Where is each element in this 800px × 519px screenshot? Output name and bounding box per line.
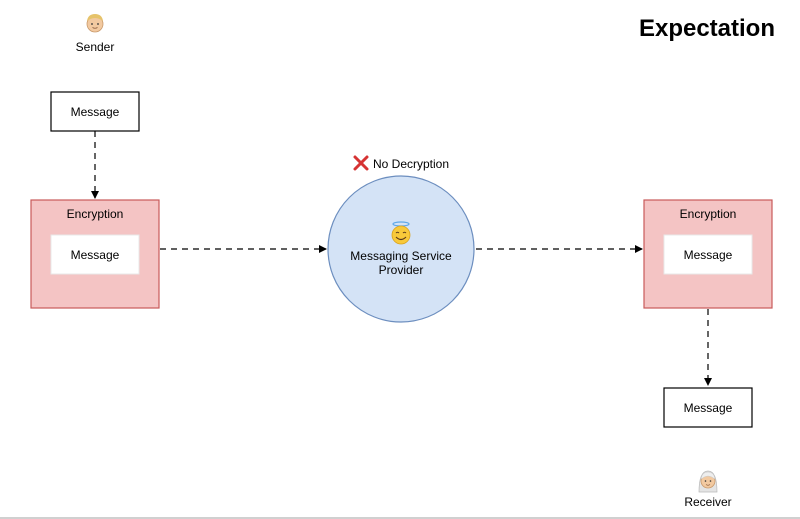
receiver-label: Receiver bbox=[684, 495, 731, 509]
diagram-title: Expectation bbox=[639, 15, 775, 42]
sender-message-box[interactable] bbox=[50, 91, 140, 132]
right-encrypted-message-box[interactable] bbox=[663, 234, 753, 275]
left-encryption-label: Encryption bbox=[67, 207, 124, 221]
right-encryption-label: Encryption bbox=[680, 207, 737, 221]
sender-label: Sender bbox=[76, 40, 115, 54]
left-encrypted-message-label: Message bbox=[71, 248, 120, 262]
sender-message-label: Message bbox=[71, 105, 120, 119]
provider-label-line1: Messaging Service bbox=[350, 249, 452, 263]
receiver-avatar-icon bbox=[698, 470, 718, 493]
cross-mark-icon bbox=[353, 155, 369, 171]
left-encrypted-message-box[interactable] bbox=[50, 234, 140, 275]
provider-circle[interactable] bbox=[327, 175, 475, 323]
no-decryption-label: No Decryption bbox=[373, 157, 449, 171]
receiver-message-box[interactable] bbox=[663, 387, 753, 428]
receiver-message-label: Message bbox=[684, 401, 733, 415]
sender-avatar-icon bbox=[86, 14, 104, 33]
provider-label-line2: Provider bbox=[379, 263, 424, 277]
right-encrypted-message-label: Message bbox=[684, 248, 733, 262]
smiling-face-with-halo-icon bbox=[391, 221, 411, 245]
bottom-divider bbox=[0, 517, 800, 519]
